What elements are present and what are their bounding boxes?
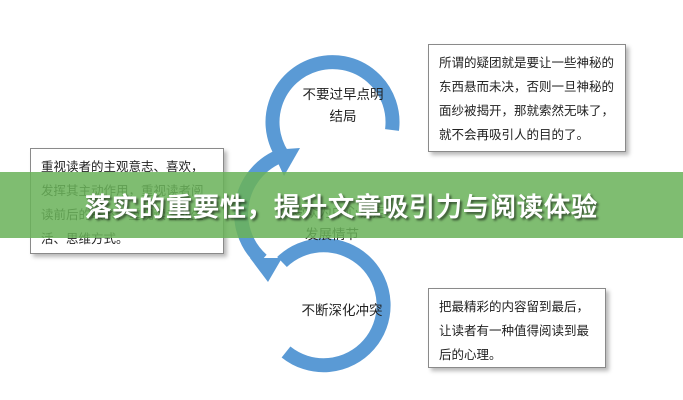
middle-ring-arrow — [250, 258, 282, 282]
banner-title: 落实的重要性，提升文章吸引力与阅读体验 — [84, 192, 598, 223]
title-banner: 落实的重要性，提升文章吸引力与阅读体验 — [0, 172, 683, 238]
top-right-box: 所谓的疑团就是要让一些神秘的东西悬而未决，否则一旦神秘的面纱被揭开，那就索然无味… — [428, 44, 626, 152]
top-ring-arc — [265, 55, 400, 165]
bottom-ring-arc — [277, 238, 391, 373]
bottom-circle-label: 不断深化冲突 — [301, 303, 383, 319]
top-circle-label: 不要过早点明结局 — [302, 87, 384, 125]
bottom-right-box: 把最精彩的内容留到最后，让读者有一种值得阅读到最后的心理。 — [428, 288, 606, 368]
